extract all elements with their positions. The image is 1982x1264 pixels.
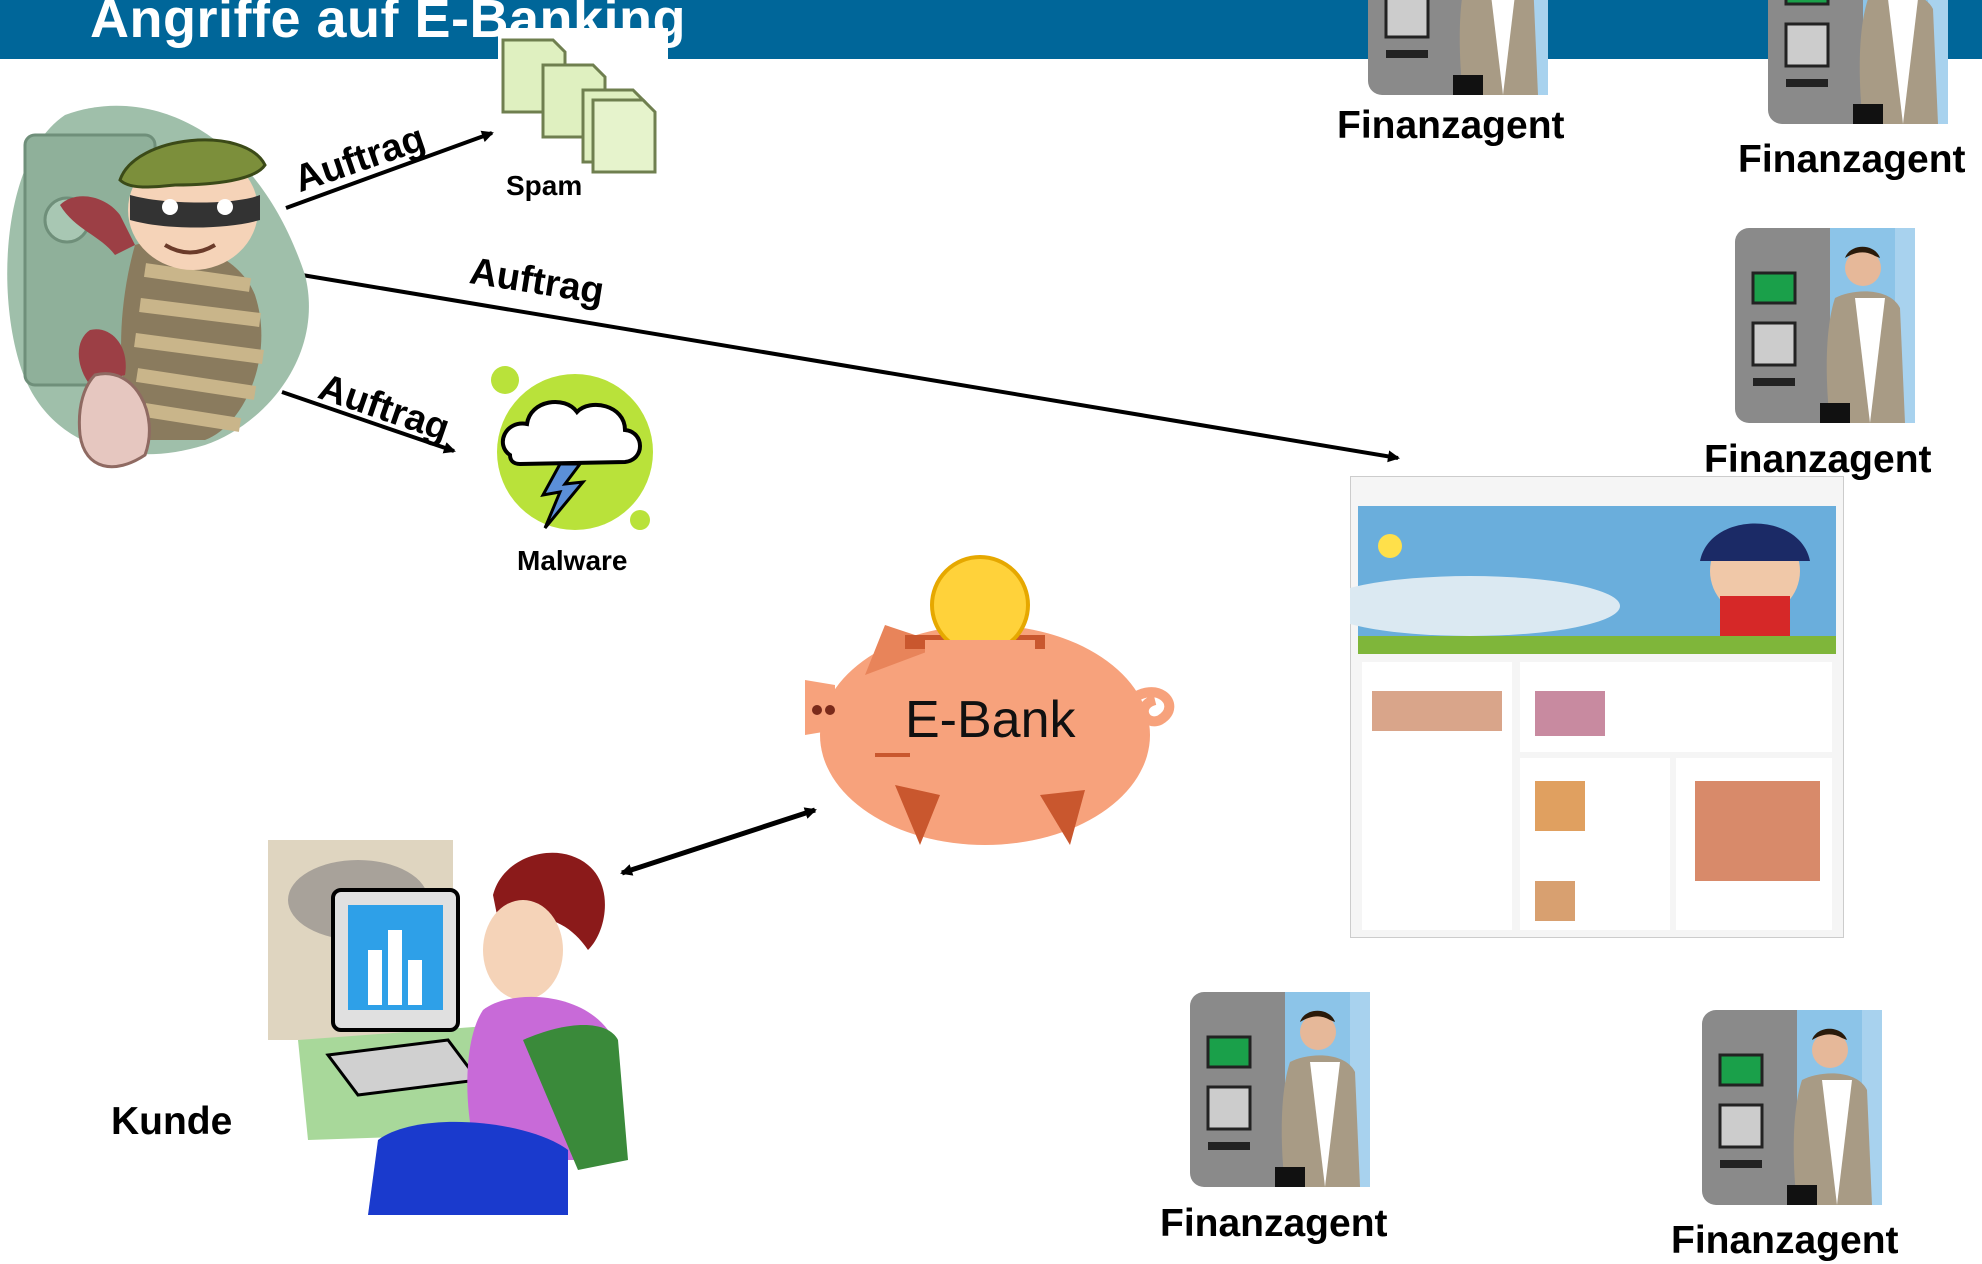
arrow-customer-bank bbox=[620, 807, 817, 876]
spam-documents-icon bbox=[498, 28, 668, 174]
agent-label-4: Finanzagent bbox=[1160, 1202, 1388, 1245]
ebank-label: E-Bank bbox=[905, 691, 1076, 749]
atm-agent-icon bbox=[1190, 992, 1370, 1187]
header-bar bbox=[0, 0, 1982, 59]
kunde-label: Kunde bbox=[111, 1100, 233, 1143]
malware-cloud-icon bbox=[491, 366, 653, 530]
malware-label: Malware bbox=[517, 545, 628, 576]
agent-label-2: Finanzagent bbox=[1738, 138, 1966, 181]
piggy-bank-icon bbox=[805, 555, 1175, 845]
atm-agent-icon bbox=[1368, 0, 1548, 95]
thief-icon bbox=[7, 105, 309, 469]
spam-label: Spam bbox=[506, 170, 583, 201]
agent-label-3: Finanzagent bbox=[1704, 438, 1932, 481]
agent-label-1: Finanzagent bbox=[1337, 104, 1565, 147]
arrow-to-malware bbox=[281, 390, 456, 454]
arrow-to-spam bbox=[285, 130, 494, 210]
website-screenshot-icon bbox=[1350, 476, 1844, 938]
atm-agent-icon bbox=[1702, 1010, 1882, 1205]
atm-agent-icon bbox=[1735, 228, 1915, 423]
arrow-to-website bbox=[301, 273, 1400, 463]
agent-label-5: Finanzagent bbox=[1671, 1219, 1899, 1262]
customer-computer-icon bbox=[268, 840, 628, 1215]
atm-agent-icon bbox=[1768, 0, 1948, 124]
